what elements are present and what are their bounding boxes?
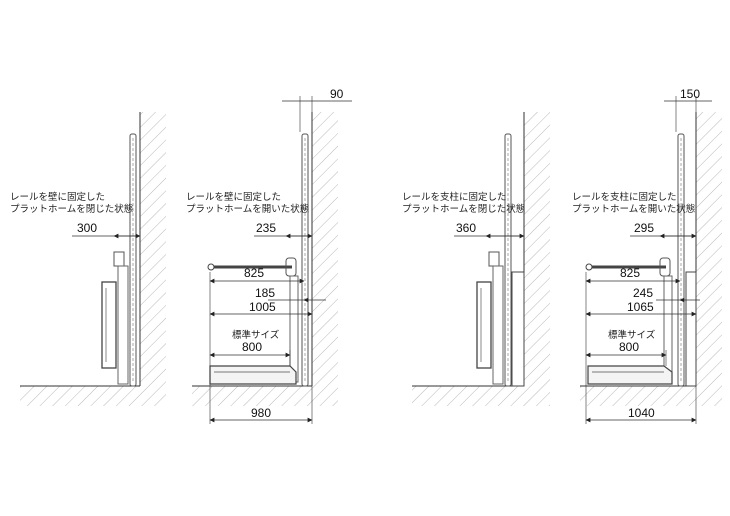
- panel-wall-open: 90 レールを壁に固定した プラットホームを開いた状態 235 825 185 …: [186, 87, 352, 424]
- standard-value: 800: [242, 340, 262, 354]
- carriage-body: [663, 275, 673, 383]
- caption-line-1: レールを壁に固定した: [186, 191, 281, 203]
- carriage-top: [113, 251, 125, 267]
- folded-platform: [476, 281, 492, 369]
- rail: [677, 133, 685, 387]
- standard-value: 800: [619, 340, 639, 354]
- folded-platform: [101, 281, 117, 369]
- carriage-body: [492, 265, 504, 385]
- platform-value: 825: [244, 266, 264, 280]
- reach-value: 1065: [627, 300, 654, 314]
- wall-hatch: [312, 112, 338, 406]
- reach-value: 1005: [249, 300, 276, 314]
- wall-hatch: [140, 112, 166, 406]
- extent-value: 235: [256, 221, 276, 235]
- carriage-top: [488, 251, 500, 267]
- support-pillar: [511, 271, 525, 387]
- total-value: 980: [251, 406, 271, 420]
- wall-hatch: [524, 112, 550, 406]
- carriage-body: [289, 275, 299, 383]
- panel-pillar-closed: レールを支柱に固定した プラットホームを閉じた状態 360: [402, 112, 550, 406]
- caption-line-2: プラットホームを開いた状態: [572, 203, 695, 215]
- rail: [504, 133, 512, 387]
- panel-wall-closed: レールを壁に固定した プラットホームを閉じた状態 300: [10, 112, 166, 406]
- total-value: 1040: [628, 406, 655, 420]
- rail: [129, 133, 137, 387]
- wall-hatch: [696, 112, 722, 406]
- standard-size-label: 標準サイズ: [608, 329, 656, 341]
- top-value: 90: [330, 87, 344, 101]
- floor-hatch: [412, 386, 524, 406]
- gap-value: 245: [633, 286, 653, 300]
- caption-line-2: プラットホームを開いた状態: [186, 203, 309, 215]
- floor-hatch: [580, 386, 696, 406]
- extent-value: 360: [456, 221, 476, 235]
- caption-line-1: レールを壁に固定した: [10, 191, 105, 203]
- panel-pillar-open: 150 レールを支柱に固定した プラットホームを開いた状態 295 825 24…: [572, 87, 722, 424]
- caption-line-2: プラットホームを閉じた状態: [10, 203, 133, 215]
- gap-value: 185: [255, 286, 275, 300]
- caption-line-1: レールを支柱に固定した: [402, 191, 507, 203]
- caption-line-1: レールを支柱に固定した: [572, 191, 677, 203]
- extent-value: 295: [634, 221, 654, 235]
- platform-value: 825: [620, 266, 640, 280]
- handrail-end: [207, 263, 215, 271]
- floor-hatch: [192, 386, 312, 406]
- carriage-body: [117, 265, 129, 385]
- standard-size-label: 標準サイズ: [232, 329, 280, 341]
- floor-hatch: [20, 386, 140, 406]
- platform-deck: [587, 365, 673, 385]
- rail: [301, 133, 309, 387]
- top-value: 150: [680, 87, 700, 101]
- caption-line-2: プラットホームを閉じた状態: [402, 203, 525, 215]
- platform-deck: [209, 365, 297, 385]
- support-pillar: [685, 271, 697, 387]
- extent-value: 300: [77, 221, 97, 235]
- handrail-end: [585, 263, 593, 271]
